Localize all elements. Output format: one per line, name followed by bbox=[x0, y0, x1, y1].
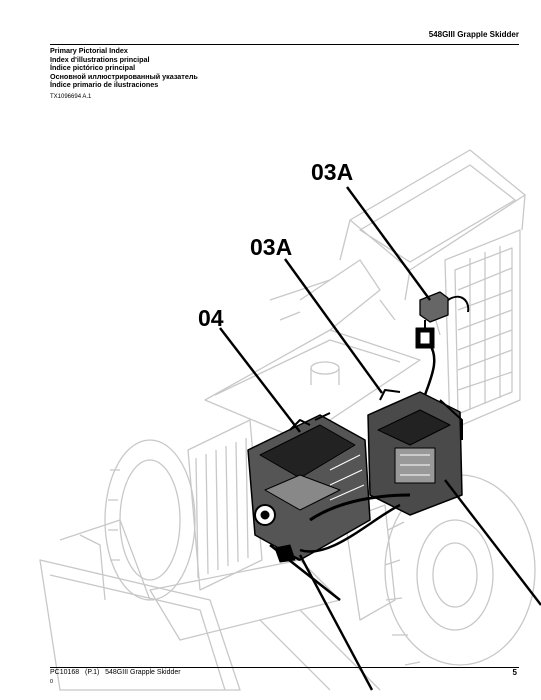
machine-outline bbox=[39, 149, 536, 691]
footer-document-id: PC10168 (P.1) 548GIII Grapple Skidder bbox=[50, 669, 181, 676]
callout-label-03a-upper: 03A bbox=[311, 159, 353, 185]
callout-label-03a-lower: 03A bbox=[250, 234, 292, 260]
index-title-ru: Основной иллюстрированный указатель bbox=[50, 71, 198, 81]
document-title: 548GIII Grapple Skidder bbox=[428, 30, 519, 39]
engine-assembly bbox=[247, 412, 371, 601]
footer-revision: 0 bbox=[50, 679, 54, 685]
illustration-reference: TX1096694 A.1 bbox=[50, 94, 92, 100]
index-title-en: Primary Pictorial Index bbox=[50, 46, 128, 55]
index-title-fr: Index d'illustrations principal bbox=[50, 54, 150, 64]
transmission-assembly bbox=[299, 344, 463, 553]
footer-rule bbox=[50, 667, 519, 668]
callout-label-04: 04 bbox=[198, 305, 224, 331]
filter-assembly bbox=[415, 291, 470, 349]
page-number: 5 bbox=[512, 668, 517, 677]
highlighted-components bbox=[247, 291, 470, 601]
index-titles: Primary Pictorial Index Index d'illustra… bbox=[50, 46, 198, 90]
index-title-es: Índice primario de ilustraciones bbox=[50, 80, 159, 90]
header-rule bbox=[50, 44, 519, 45]
index-title-pt: Índice pictórico principal bbox=[50, 63, 136, 73]
